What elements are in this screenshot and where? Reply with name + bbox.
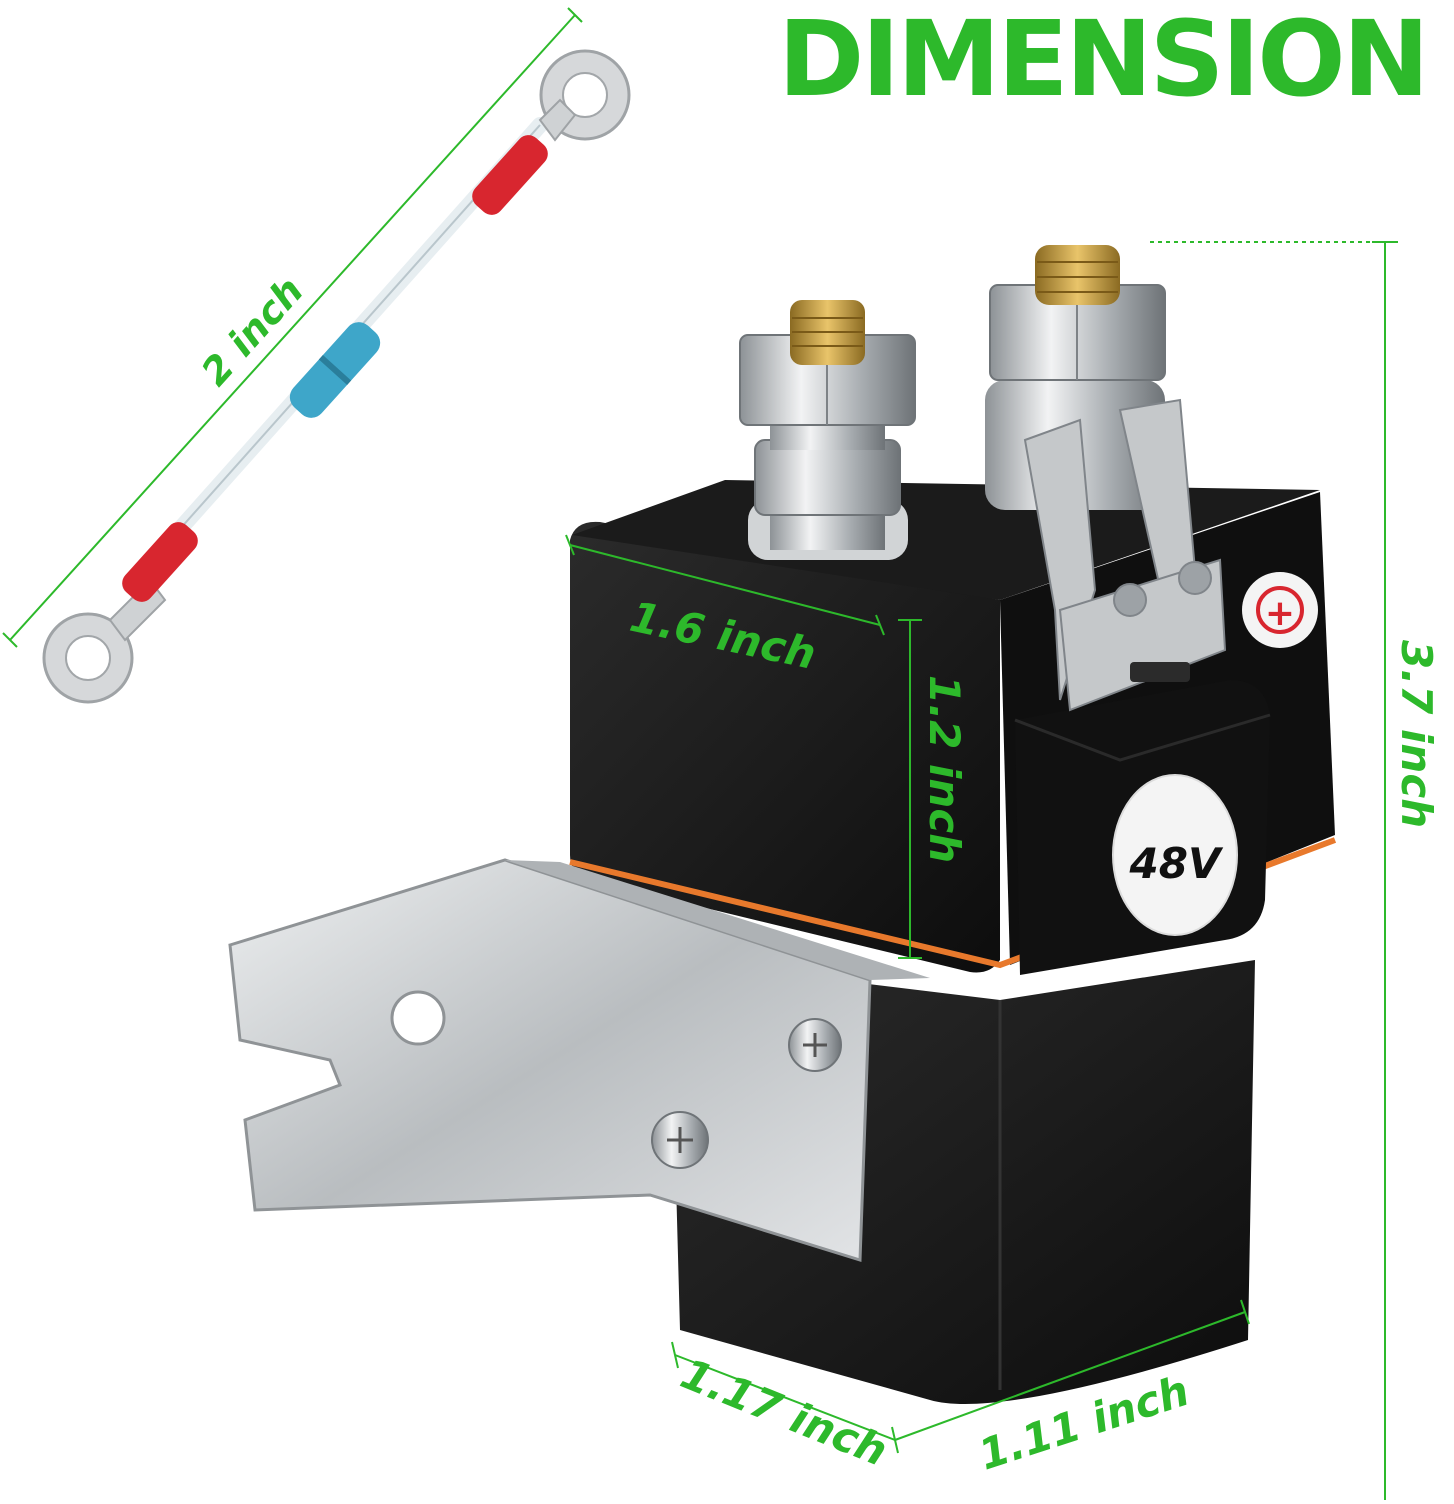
ring-terminal-top xyxy=(472,49,631,215)
voltage-label-text: 48V xyxy=(1129,839,1224,888)
dimension-title: DIMENSION xyxy=(778,0,1430,120)
voltage-label: 48V xyxy=(1112,774,1238,936)
solenoid-top-housing xyxy=(570,521,1000,973)
red-insulator-top xyxy=(472,135,548,215)
bracket-screw-lower xyxy=(651,1111,709,1169)
red-insulator-bottom xyxy=(122,522,198,602)
positive-terminal-mark: + xyxy=(1242,572,1318,648)
cable-length-label: 2 inch xyxy=(193,269,312,395)
bracket-screw-upper xyxy=(788,1018,842,1072)
left-terminal-stud xyxy=(739,300,916,560)
top-height-label: 1.2 inch xyxy=(920,675,969,863)
spade-terminals xyxy=(1023,398,1227,712)
polarity-symbol: + xyxy=(1265,593,1295,634)
ring-terminal-bottom xyxy=(42,522,198,704)
solenoid: 48V + xyxy=(228,245,1337,1404)
total-height-label: 3.7 inch xyxy=(1392,640,1441,828)
jumper-cable: 2 inch xyxy=(2,7,631,704)
dimension-markings xyxy=(565,241,1398,1504)
mounting-bracket xyxy=(228,858,930,1263)
cable-dimension-line xyxy=(9,14,576,641)
